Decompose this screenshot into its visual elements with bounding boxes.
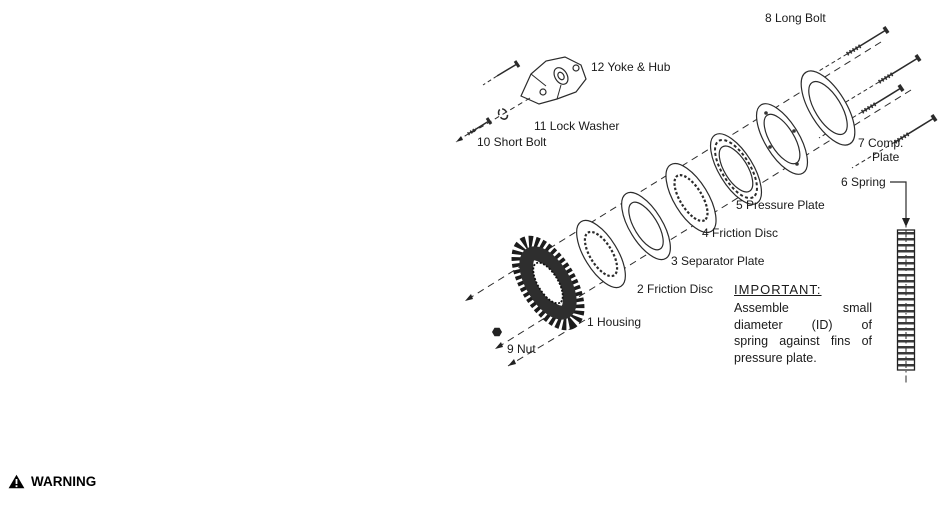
label-spring: 6 Spring xyxy=(841,175,886,189)
long-bolt xyxy=(803,26,890,81)
warning-triangle-icon xyxy=(8,474,25,489)
important-note-line: Assemble small xyxy=(734,301,872,316)
label-separator-plate: 3 Separator Plate xyxy=(671,254,765,268)
long-bolt xyxy=(851,114,938,169)
long-bolt xyxy=(835,54,922,109)
label-nut: 9 Nut xyxy=(507,342,536,356)
label-comp-plate-line2: Plate xyxy=(872,149,900,164)
lock-washer-shape xyxy=(497,108,509,120)
label-long-bolt: 8 Long Bolt xyxy=(765,11,826,25)
label-friction-disc-4: 4 Friction Disc xyxy=(702,226,779,240)
important-note-line: pressure plate. xyxy=(734,350,817,365)
stud-arrowheads xyxy=(465,294,516,366)
important-note: IMPORTANT: Assemble small diameter (ID) … xyxy=(734,281,872,366)
lock-washer-and-short-bolt xyxy=(455,97,531,143)
friction-disc-ring-2 xyxy=(576,219,626,289)
warning-heading: WARNING xyxy=(8,474,96,489)
label-yoke-hub: 12 Yoke & Hub xyxy=(591,60,671,74)
important-note-line: diameter (ID) of xyxy=(734,317,872,332)
important-note-title: IMPORTANT: xyxy=(734,282,822,297)
label-lock-washer: 11 Lock Washer xyxy=(534,119,620,133)
friction-disc-ring-4 xyxy=(665,162,717,234)
comp-plate-ring xyxy=(800,70,856,146)
long-bolt xyxy=(818,84,905,139)
separator-plate-ring xyxy=(621,191,671,261)
spring-leader-arrow xyxy=(890,181,910,227)
yoke-hub-sketch xyxy=(482,56,587,105)
nut-shape xyxy=(492,327,502,337)
label-housing: 1 Housing xyxy=(587,315,642,329)
label-short-bolt: 10 Short Bolt xyxy=(477,135,547,149)
spring-side-view xyxy=(896,216,916,384)
label-comp-plate-line1: 7 Comp. xyxy=(858,136,904,150)
label-comp-plate: 7 Comp. Plate xyxy=(858,136,904,165)
spring-plate-ring xyxy=(755,103,809,175)
long-bolts xyxy=(803,26,938,169)
bolt-hole-dots xyxy=(764,111,799,166)
warning-label: WARNING xyxy=(31,474,97,489)
label-friction-disc-2: 2 Friction Disc xyxy=(637,282,714,296)
short-bolt-shape xyxy=(455,117,493,143)
important-note-line: spring against fins of xyxy=(734,334,872,349)
label-pressure-plate: 5 Pressure Plate xyxy=(736,198,825,212)
housing-gear xyxy=(511,235,585,331)
pressure-plate-ring xyxy=(709,133,763,205)
